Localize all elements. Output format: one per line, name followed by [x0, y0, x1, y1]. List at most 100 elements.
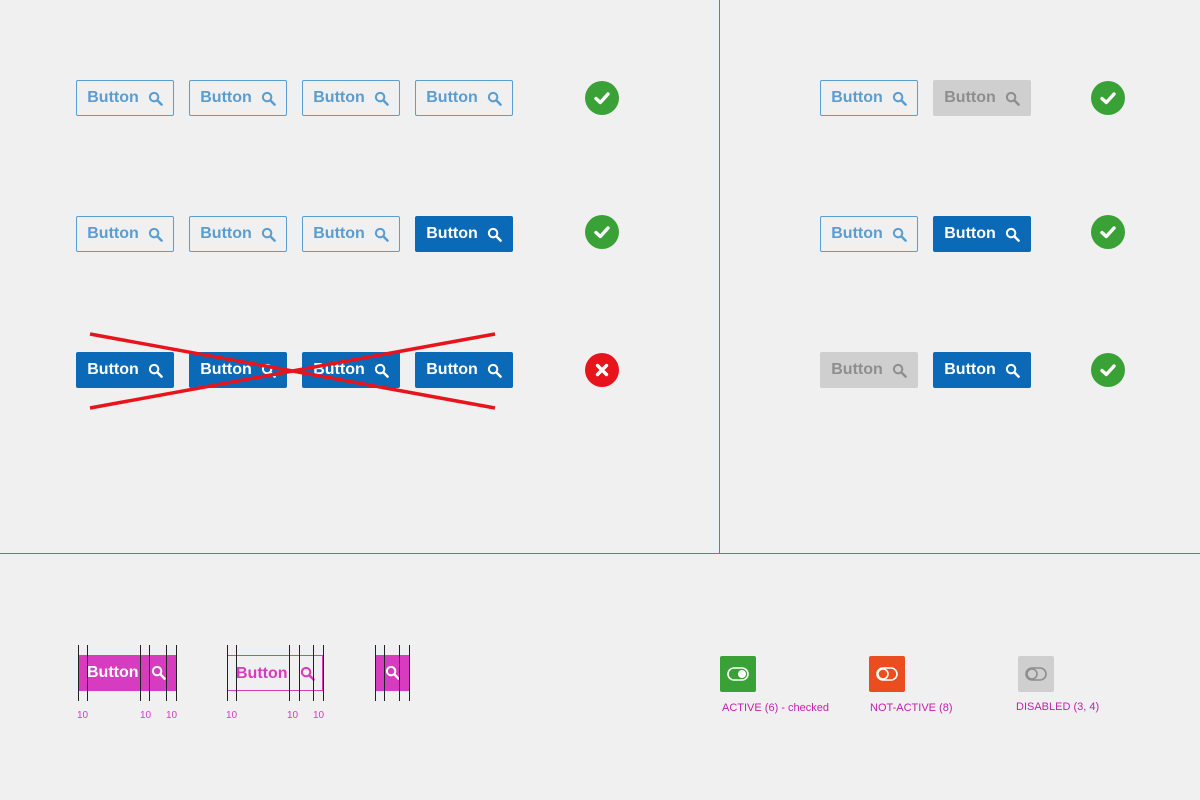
search-icon	[374, 363, 389, 378]
padding-guide	[313, 645, 314, 701]
search-icon	[261, 363, 276, 378]
search-icon	[385, 665, 400, 680]
legend-not-active-label: NOT-ACTIVE (8)	[870, 702, 953, 714]
example-button[interactable]: Button	[820, 80, 918, 116]
example-button[interactable]: Button	[189, 80, 287, 116]
incorrect-close-icon	[585, 353, 619, 387]
toggle-disabled-swatch	[1018, 656, 1054, 692]
search-icon	[892, 363, 907, 378]
toggle-icon	[727, 667, 749, 681]
example-button[interactable]: Button	[76, 216, 174, 252]
padding-value: 10	[287, 710, 299, 721]
example-button-active[interactable]: Button	[302, 352, 400, 388]
padding-value: 10	[226, 710, 238, 721]
padding-guide	[176, 645, 177, 701]
search-icon	[148, 363, 163, 378]
button-label: Button	[313, 89, 365, 106]
search-icon	[892, 91, 907, 106]
example-button-active[interactable]: Button	[76, 352, 174, 388]
legend-disabled-label: DISABLED (3, 4)	[1016, 701, 1100, 713]
button-label: Button	[426, 361, 478, 378]
button-label: Button	[426, 89, 478, 106]
padding-guide	[78, 645, 79, 701]
padding-guide	[299, 645, 300, 701]
search-icon	[374, 91, 389, 106]
spec-icon-button	[375, 655, 410, 691]
search-icon	[1005, 91, 1020, 106]
search-icon	[300, 666, 315, 681]
spec-button-filled: Button	[78, 655, 177, 691]
spec-button-label: Button	[236, 665, 288, 682]
button-label: Button	[200, 89, 252, 106]
padding-value: 10	[77, 710, 89, 721]
search-icon	[487, 363, 502, 378]
example-button-active[interactable]: Button	[933, 352, 1031, 388]
button-label: Button	[944, 361, 996, 378]
search-icon	[487, 227, 502, 242]
button-label: Button	[313, 225, 365, 242]
correct-check-icon	[1091, 353, 1125, 387]
correct-check-icon	[1091, 81, 1125, 115]
padding-value: 10	[166, 710, 178, 721]
spec-button-label: Button	[87, 664, 139, 681]
padding-guide	[149, 645, 150, 701]
example-button-active[interactable]: Button	[933, 216, 1031, 252]
example-button-disabled: Button	[820, 352, 918, 388]
padding-value: 10	[140, 710, 152, 721]
correct-check-icon	[1091, 215, 1125, 249]
example-button[interactable]: Button	[415, 80, 513, 116]
correct-check-icon	[585, 215, 619, 249]
toggle-active-swatch	[720, 656, 756, 692]
padding-guide	[227, 645, 228, 701]
search-icon	[487, 91, 502, 106]
button-label: Button	[87, 89, 139, 106]
button-label: Button	[200, 225, 252, 242]
correct-check-icon	[585, 81, 619, 115]
horizontal-divider	[0, 553, 1200, 554]
search-icon	[1005, 227, 1020, 242]
legend-active-label: ACTIVE (6) - checked	[722, 702, 829, 714]
padding-guide	[375, 645, 376, 701]
example-button[interactable]: Button	[302, 216, 400, 252]
padding-guide	[166, 645, 167, 701]
padding-guide	[87, 645, 88, 701]
padding-guide	[409, 645, 410, 701]
padding-guide	[236, 645, 237, 701]
button-label: Button	[87, 361, 139, 378]
toggle-icon	[876, 667, 898, 681]
example-button[interactable]: Button	[820, 216, 918, 252]
spec-button-outline: Button	[227, 655, 323, 691]
example-button-active[interactable]: Button	[415, 352, 513, 388]
button-label: Button	[831, 225, 883, 242]
button-label: Button	[944, 89, 996, 106]
button-label: Button	[944, 225, 996, 242]
search-icon	[148, 91, 163, 106]
example-button-active[interactable]: Button	[189, 352, 287, 388]
search-icon	[151, 665, 166, 680]
example-button[interactable]: Button	[302, 80, 400, 116]
button-label: Button	[313, 361, 365, 378]
search-icon	[261, 91, 276, 106]
search-icon	[261, 227, 276, 242]
example-button-disabled: Button	[933, 80, 1031, 116]
padding-guide	[140, 645, 141, 701]
padding-value: 10	[313, 710, 325, 721]
search-icon	[374, 227, 389, 242]
toggle-icon	[1025, 667, 1047, 681]
example-button-active[interactable]: Button	[415, 216, 513, 252]
toggle-not-active-swatch	[869, 656, 905, 692]
search-icon	[1005, 363, 1020, 378]
padding-guide	[289, 645, 290, 701]
example-button[interactable]: Button	[189, 216, 287, 252]
button-label: Button	[426, 225, 478, 242]
search-icon	[148, 227, 163, 242]
vertical-divider	[719, 0, 720, 553]
padding-guide	[399, 645, 400, 701]
padding-guide	[323, 645, 324, 701]
padding-guide	[384, 645, 385, 701]
button-label: Button	[831, 89, 883, 106]
example-button[interactable]: Button	[76, 80, 174, 116]
button-label: Button	[87, 225, 139, 242]
search-icon	[892, 227, 907, 242]
button-label: Button	[831, 361, 883, 378]
